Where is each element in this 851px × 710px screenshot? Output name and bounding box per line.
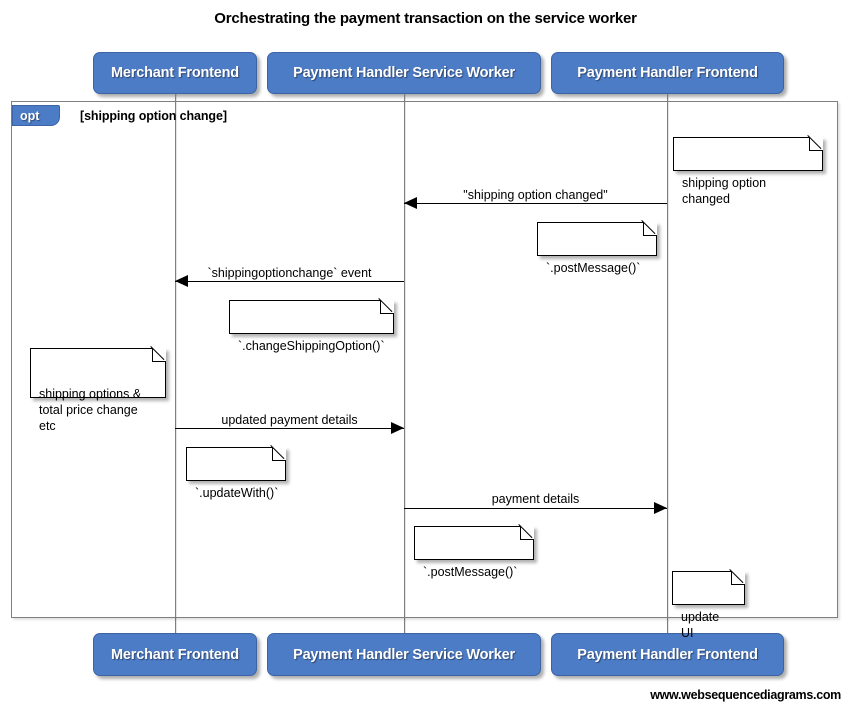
- participant-label: Payment Handler Service Worker: [293, 646, 515, 663]
- message-line-shipping-option-changed: [404, 203, 667, 204]
- note-fold-icon: [808, 135, 823, 151]
- message-label-updated-payment-details: updated payment details: [221, 413, 358, 427]
- participant-box-merchant-frontend-bottom[interactable]: Merchant Frontend: [93, 633, 257, 676]
- message-arrowhead-shippingoptionchange-event: [175, 275, 188, 287]
- participant-box-payment-handler-frontend-top[interactable]: Payment Handler Frontend: [551, 52, 784, 94]
- message-arrowhead-shipping-option-changed: [404, 197, 417, 209]
- note-fold-icon: [151, 346, 166, 362]
- footer-watermark: www.websequencediagrams.com: [650, 688, 841, 702]
- participant-box-payment-handler-service-worker-top[interactable]: Payment Handler Service Worker: [267, 52, 541, 94]
- note-fold-icon: [379, 298, 394, 314]
- opt-fragment-tag-label: opt: [20, 108, 40, 123]
- message-arrowhead-updated-payment-details: [391, 422, 404, 434]
- lifeline-merchant-frontend: [175, 94, 176, 633]
- message-line-payment-details: [404, 508, 667, 509]
- message-line-shippingoptionchange-event: [175, 281, 404, 282]
- diagram-title: Orchestrating the payment transaction on…: [214, 10, 637, 27]
- opt-fragment-tag: opt: [12, 105, 60, 126]
- message-label-shippingoptionchange-event: `shippingoptionchange` event: [207, 266, 372, 280]
- participant-label: Merchant Frontend: [111, 65, 239, 81]
- note-post-message-2: `.postMessage()`: [414, 524, 534, 579]
- note-change-shipping-option: `.changeShippingOption()`: [229, 298, 394, 353]
- note-fold-icon: [642, 220, 657, 236]
- participant-box-payment-handler-service-worker-bottom[interactable]: Payment Handler Service Worker: [267, 633, 541, 676]
- opt-fragment-frame: [11, 101, 838, 618]
- message-line-updated-payment-details: [175, 428, 404, 429]
- opt-fragment-condition: [shipping option change]: [80, 109, 227, 123]
- note-post-message-1: `.postMessage()`: [537, 220, 657, 275]
- note-update-ui: update UI: [672, 569, 745, 640]
- lifeline-payment-handler-frontend: [667, 94, 668, 633]
- message-arrowhead-payment-details: [654, 502, 667, 514]
- participant-box-merchant-frontend-top[interactable]: Merchant Frontend: [93, 52, 257, 94]
- message-label-payment-details: payment details: [491, 492, 580, 506]
- note-shipping-option-changed: shipping option changed: [673, 135, 823, 206]
- message-label-shipping-option-changed: "shipping option changed": [463, 188, 608, 202]
- participant-box-payment-handler-frontend-bottom[interactable]: Payment Handler Frontend: [551, 633, 784, 676]
- note-fold-icon: [271, 445, 286, 461]
- participant-label: Merchant Frontend: [111, 646, 239, 663]
- lifeline-payment-handler-service-worker: [404, 94, 405, 633]
- note-fold-icon: [519, 524, 534, 540]
- participant-label: Payment Handler Service Worker: [293, 65, 515, 81]
- participant-label: Payment Handler Frontend: [577, 646, 758, 663]
- note-shipping-options-total: shipping options & total price change et…: [30, 346, 166, 433]
- note-fold-icon: [730, 569, 745, 585]
- participant-label: Payment Handler Frontend: [577, 65, 758, 81]
- note-update-with: `.updateWith()`: [186, 445, 286, 500]
